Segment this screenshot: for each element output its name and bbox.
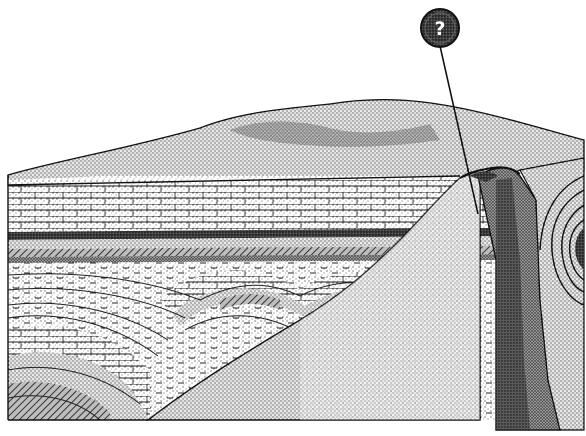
question-mark-callout-icon: ? (421, 9, 459, 47)
callout-label: ? (434, 18, 445, 40)
